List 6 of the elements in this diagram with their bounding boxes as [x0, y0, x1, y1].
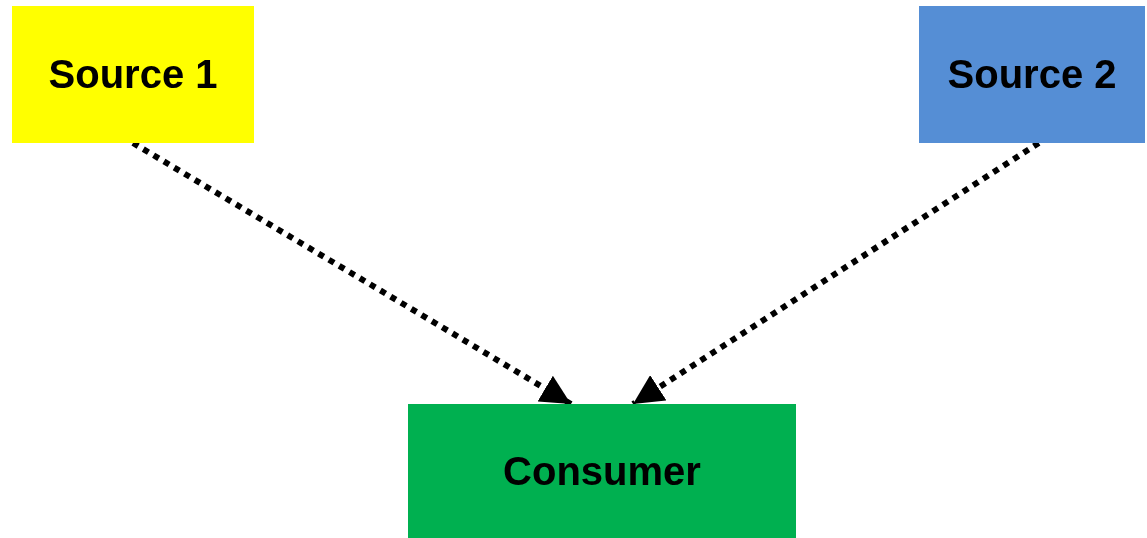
process-box	[919, 6, 1145, 143]
process-box	[408, 404, 796, 538]
box-label: Source 1	[48, 52, 218, 97]
box-label: Consumer	[503, 448, 701, 494]
box-label: Source 2	[947, 52, 1117, 97]
process-box	[12, 6, 254, 143]
